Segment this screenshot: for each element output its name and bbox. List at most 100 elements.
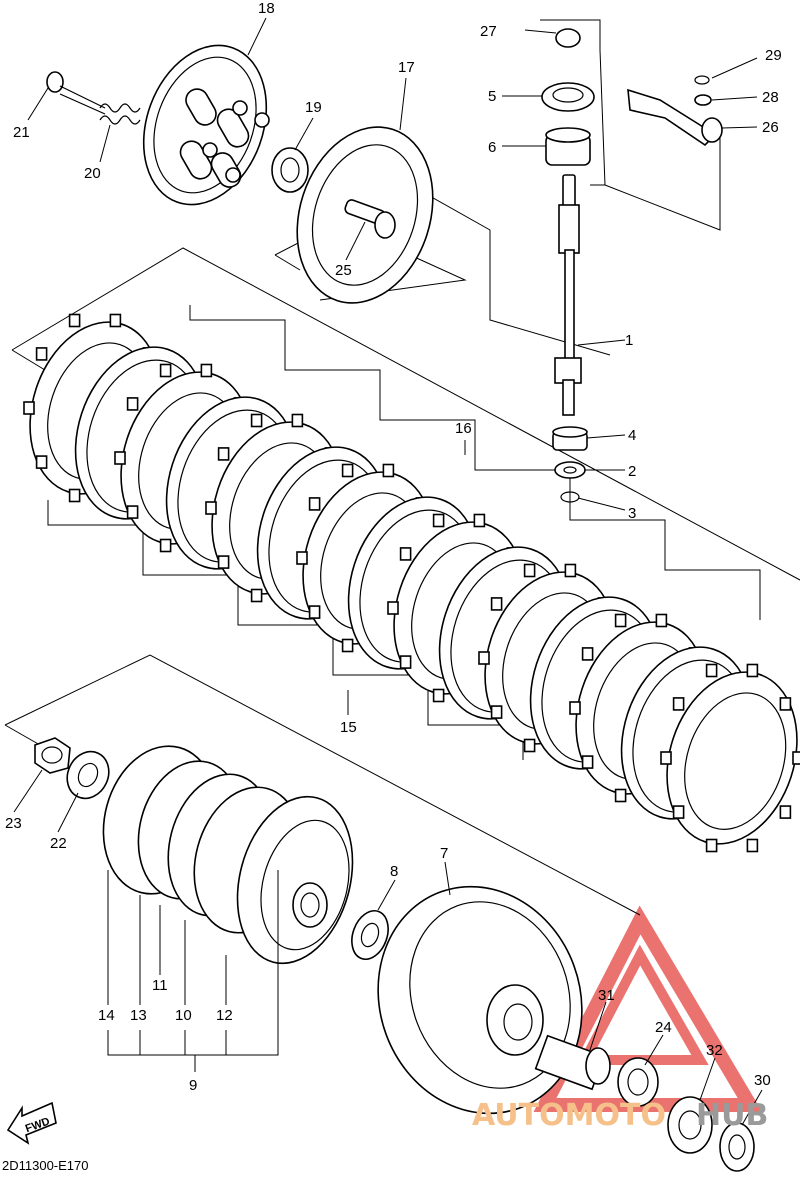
callout-10: 10 — [175, 1007, 192, 1024]
plate-tab — [23, 401, 35, 415]
plate-tab — [792, 751, 800, 765]
plate-tab — [217, 447, 230, 461]
callout-3: 3 — [628, 505, 636, 522]
callout-30: 30 — [754, 1072, 771, 1089]
callout-18: 18 — [258, 0, 275, 17]
clutch-plate-stack — [23, 313, 800, 853]
callout-19: 19 — [305, 99, 322, 116]
plate-tab — [250, 413, 263, 428]
callout-11: 11 — [152, 977, 168, 994]
plate-tab — [250, 588, 263, 603]
plate-tab — [399, 547, 412, 561]
plate-tab — [308, 497, 321, 511]
plate-tab — [68, 488, 81, 503]
plate-tab — [126, 505, 139, 519]
plate-tab — [382, 463, 395, 478]
plate-tab — [159, 538, 172, 553]
plate-tab — [705, 663, 718, 678]
callout-17: 17 — [398, 59, 415, 76]
gear-32 — [667, 1096, 713, 1154]
clutch-spring — [99, 103, 141, 125]
callout-28: 28 — [762, 89, 779, 106]
push-rod-short — [344, 199, 396, 239]
callout-8: 8 — [390, 863, 398, 880]
plate-tab — [109, 313, 122, 328]
needle-bearing-6 — [545, 127, 591, 166]
plate-tab — [205, 501, 217, 515]
friction-plate — [660, 663, 800, 853]
plate-tab — [581, 755, 594, 769]
clutch-boss-assembly — [102, 745, 354, 965]
watermark-text: AUTOMOTO HUB — [472, 1098, 768, 1133]
callout-14: 14 — [98, 1007, 115, 1024]
plate-tab — [614, 788, 627, 803]
plate-tab — [200, 363, 213, 378]
callout-labels: 1 2 3 4 5 6 7 8 9 10 11 12 13 14 15 16 1… — [5, 0, 782, 1094]
plate-tab — [296, 551, 308, 565]
washer-2 — [554, 461, 586, 479]
plate-tab — [779, 805, 792, 819]
bearing-4 — [552, 426, 588, 451]
plate-tab — [473, 513, 486, 528]
plate-tab — [564, 563, 577, 578]
plate-tab — [746, 663, 759, 678]
circlip-29 — [694, 75, 710, 85]
callout-27: 27 — [480, 23, 497, 40]
pressure-plate-bearing — [271, 147, 309, 193]
callout-12: 12 — [216, 1007, 233, 1024]
clutch-bolt — [46, 71, 106, 115]
callout-15: 15 — [340, 719, 357, 736]
callout-20: 20 — [84, 165, 101, 182]
plate-tab — [655, 613, 668, 628]
callout-21: 21 — [13, 124, 30, 141]
callout-32: 32 — [706, 1042, 723, 1059]
plate-tab — [291, 413, 304, 428]
clutch-hub-frame — [4, 654, 641, 916]
callout-7: 7 — [440, 845, 448, 862]
pressure-plate — [142, 44, 270, 206]
bearing-5 — [541, 82, 595, 112]
plate-tab — [432, 513, 445, 528]
plate-tab — [308, 605, 321, 619]
callout-2: 2 — [628, 463, 636, 480]
callout-23: 23 — [5, 815, 22, 832]
callout-16: 16 — [455, 420, 472, 437]
callout-6: 6 — [488, 139, 496, 156]
callout-1: 1 — [625, 332, 633, 349]
plate-tab — [68, 313, 81, 328]
plate-tab — [660, 751, 672, 765]
plate-tab — [341, 463, 354, 478]
plate-tab — [35, 347, 48, 361]
plate-tab — [387, 601, 399, 615]
callout-25: 25 — [335, 262, 352, 279]
washer-28 — [694, 94, 712, 106]
plate-tab — [672, 697, 685, 711]
spacer-31 — [534, 1034, 611, 1091]
callout-9: 9 — [189, 1077, 197, 1094]
plate-tab — [581, 647, 594, 661]
callout-29: 29 — [765, 47, 782, 64]
plate-tab — [672, 805, 685, 819]
plate-tab — [159, 363, 172, 378]
callout-24: 24 — [655, 1019, 672, 1036]
callout-22: 22 — [50, 835, 67, 852]
callout-26: 26 — [762, 119, 779, 136]
fwd-arrow-icon: FWD — [6, 1101, 57, 1145]
plate-tab — [569, 701, 581, 715]
push-lever-shaft — [627, 88, 723, 147]
plate-tab — [490, 705, 503, 719]
oil-seal — [555, 28, 581, 48]
leader-lines — [13, 17, 763, 1126]
callout-5: 5 — [488, 88, 496, 105]
plate-tab — [114, 451, 126, 465]
clutch-housing — [377, 885, 583, 1115]
plate-tab — [478, 651, 490, 665]
plate-tab — [399, 655, 412, 669]
lock-washer-22 — [66, 750, 110, 800]
watermark-text-light: AUTOMOTO — [472, 1098, 666, 1133]
plate-tab — [432, 688, 445, 703]
lever-frame — [540, 19, 721, 231]
callout-13: 13 — [130, 1007, 147, 1024]
plate-tab — [614, 613, 627, 628]
